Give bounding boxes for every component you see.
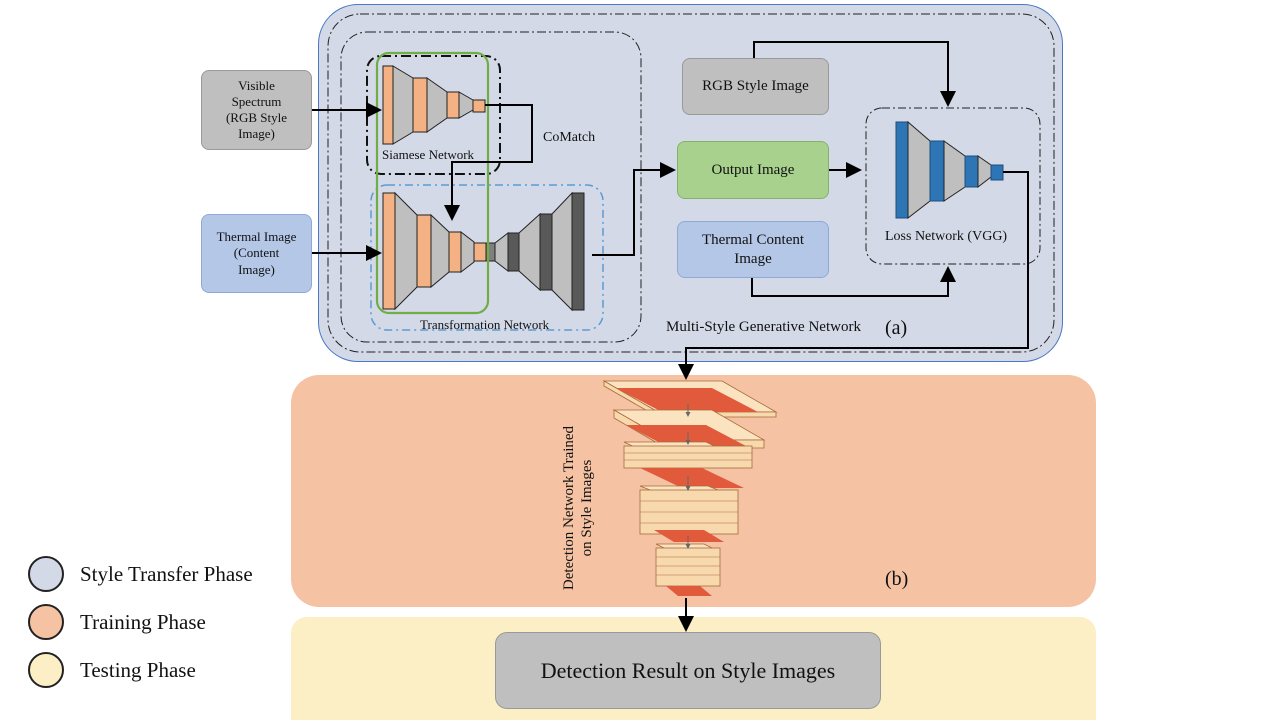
transformation-encoder-decoder (382, 191, 585, 312)
detection-network-label: Detection Network Trained on Style Image… (561, 425, 595, 591)
legend-label-testing: Testing Phase (80, 657, 196, 682)
inner-dashdot-frame (340, 31, 642, 343)
connector-arrows (312, 41, 1029, 632)
outer-dashdot-frame (327, 13, 1055, 353)
legend-item-style-transfer: Style Transfer Phase (28, 556, 253, 592)
output-image-box: Output Image (677, 141, 829, 199)
siamese-encoder-layers (382, 65, 486, 145)
legend-swatch-testing (28, 652, 64, 688)
transformation-network-frame (370, 184, 604, 331)
legend-label-style-transfer: Style Transfer Phase (80, 561, 253, 586)
loss-network-label: Loss Network (VGG) (885, 229, 1008, 244)
legend-swatch-style-transfer (28, 556, 64, 592)
detection-result-box: Detection Result on Style Images (495, 632, 881, 709)
legend-label-training: Training Phase (80, 609, 206, 634)
visible-spectrum-box: Visible Spectrum (RGB Style Image) (201, 70, 312, 150)
vgg-loss-network-layers (895, 120, 1004, 220)
legend-item-testing: Testing Phase (28, 652, 196, 688)
thermal-content-image-box: Thermal Content Image (677, 221, 829, 278)
label-a: (a) (885, 317, 908, 339)
thermal-image-box: Thermal Image (Content Image) (201, 214, 312, 293)
siamese-network-label: Siamese Network (382, 147, 475, 162)
legend-swatch-training (28, 604, 64, 640)
label-b: (b) (885, 568, 909, 590)
comatch-label: CoMatch (543, 130, 596, 145)
legend-item-training: Training Phase (28, 604, 206, 640)
rgb-style-image-box: RGB Style Image (682, 58, 829, 115)
comatch-green-frame (375, 51, 490, 315)
loss-network-frame (865, 107, 1041, 265)
msg-network-label: Multi-Style Generative Network (666, 319, 861, 335)
detection-network-stack (602, 380, 778, 596)
transformation-network-label: Transformation Network (420, 317, 550, 332)
